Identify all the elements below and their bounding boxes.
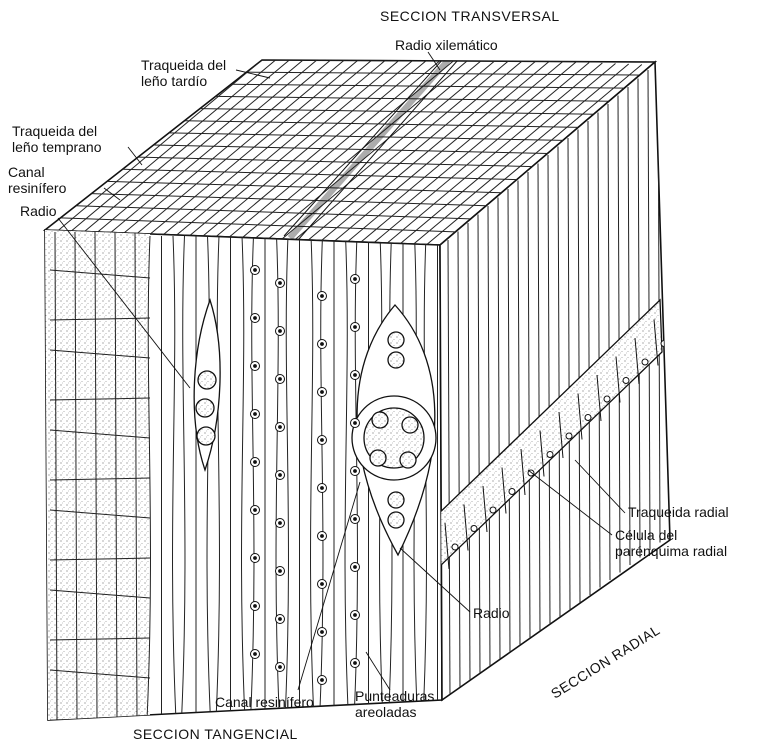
radial-tracheid-label: Traqueida radial (628, 504, 729, 520)
ray-left-label: Radio (20, 203, 57, 219)
resin-canal-bottom-label: Canal resinífero (215, 694, 314, 710)
tangential-section-label: SECCION TANGENCIAL (133, 726, 298, 742)
ray-bottom-label: Radio (473, 605, 510, 621)
transverse-section-label: SECCION TRANSVERSAL (380, 8, 560, 24)
xylem-ray-label: Radio xilemático (395, 37, 498, 53)
